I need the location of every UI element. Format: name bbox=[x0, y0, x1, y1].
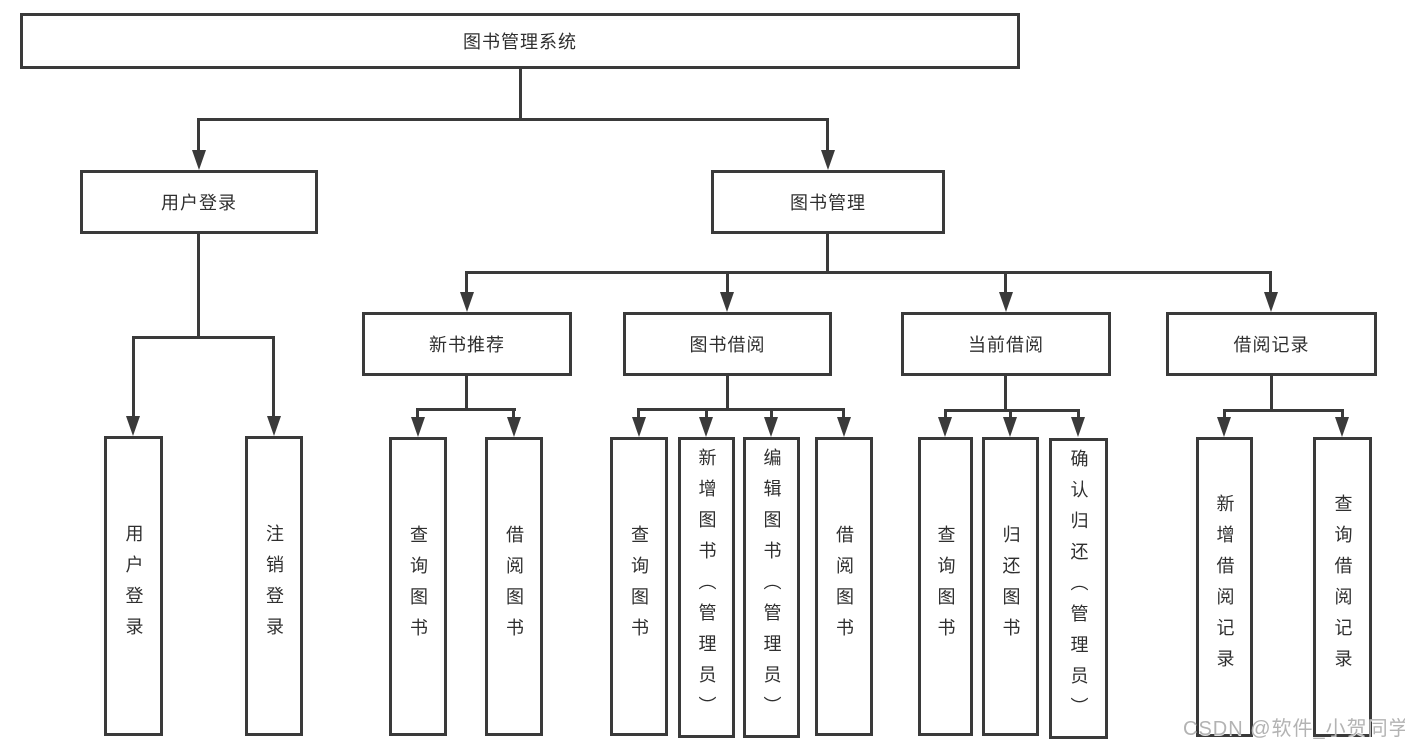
node-root: 图书管理系统 bbox=[20, 13, 1020, 69]
arrow-down-icon bbox=[126, 416, 140, 436]
connector-line bbox=[416, 408, 516, 411]
connector-line bbox=[1341, 409, 1344, 419]
node-edit-book-admin: 编辑图书（管理员） bbox=[743, 437, 800, 738]
arrow-down-icon bbox=[1217, 417, 1231, 437]
arrow-down-icon bbox=[699, 417, 713, 437]
connector-line bbox=[1223, 409, 1344, 412]
node-query-books-recommend: 查询图书 bbox=[389, 437, 447, 736]
node-user-login-leaf: 用户登录 bbox=[104, 436, 163, 736]
csdn-watermark: CSDN @软件_小贺同学 bbox=[1183, 718, 1405, 740]
connector-line bbox=[132, 336, 135, 418]
node-user-login: 用户登录 bbox=[80, 170, 318, 234]
connector-line bbox=[842, 408, 845, 419]
arrow-down-icon bbox=[411, 417, 425, 437]
connector-line bbox=[770, 408, 773, 419]
connector-line bbox=[826, 234, 829, 272]
connector-line bbox=[1269, 271, 1272, 294]
node-book-borrowing: 图书借阅 bbox=[623, 312, 832, 376]
node-borrow-books-recommend: 借阅图书 bbox=[485, 437, 543, 736]
connector-line bbox=[1077, 409, 1080, 419]
arrow-down-icon bbox=[1003, 417, 1017, 437]
connector-line bbox=[197, 118, 200, 152]
connector-line bbox=[1223, 409, 1226, 419]
arrow-down-icon bbox=[632, 417, 646, 437]
arrow-down-icon bbox=[1071, 417, 1085, 437]
arrow-down-icon bbox=[999, 292, 1013, 312]
connector-line bbox=[1004, 271, 1007, 294]
connector-line bbox=[944, 409, 947, 419]
node-borrowing-records: 借阅记录 bbox=[1166, 312, 1377, 376]
connector-line bbox=[465, 271, 468, 294]
arrow-down-icon bbox=[821, 150, 835, 170]
connector-line bbox=[1009, 409, 1012, 419]
node-return-books: 归还图书 bbox=[982, 437, 1039, 736]
connector-line bbox=[705, 408, 708, 419]
connector-line bbox=[197, 234, 200, 336]
connector-line bbox=[726, 376, 729, 408]
connector-line bbox=[465, 376, 468, 408]
node-add-book-admin: 新增图书（管理员） bbox=[678, 437, 735, 738]
node-query-borrow-record: 查询借阅记录 bbox=[1313, 437, 1372, 737]
connector-line bbox=[944, 409, 1080, 412]
connector-line bbox=[132, 336, 275, 339]
arrow-down-icon bbox=[507, 417, 521, 437]
connector-line bbox=[519, 68, 522, 118]
connector-line bbox=[726, 271, 729, 294]
connector-line bbox=[197, 118, 829, 121]
arrow-down-icon bbox=[837, 417, 851, 437]
connector-line bbox=[272, 336, 275, 418]
connector-line bbox=[512, 408, 515, 419]
node-confirm-return-admin: 确认归还（管理员） bbox=[1049, 438, 1108, 739]
node-borrow-books-leaf: 借阅图书 bbox=[815, 437, 873, 736]
connector-line bbox=[465, 271, 1272, 274]
connector-line bbox=[1004, 376, 1007, 409]
arrow-down-icon bbox=[764, 417, 778, 437]
connector-line bbox=[1270, 376, 1273, 409]
connector-line bbox=[826, 118, 829, 152]
node-add-borrow-record: 新增借阅记录 bbox=[1196, 437, 1253, 737]
arrow-down-icon bbox=[267, 416, 281, 436]
node-new-book-recommendation: 新书推荐 bbox=[362, 312, 572, 376]
node-book-management: 图书管理 bbox=[711, 170, 945, 234]
arrow-down-icon bbox=[192, 150, 206, 170]
arrow-down-icon bbox=[938, 417, 952, 437]
connector-line bbox=[416, 408, 419, 419]
node-current-borrowing: 当前借阅 bbox=[901, 312, 1111, 376]
node-query-books-current: 查询图书 bbox=[918, 437, 973, 736]
connector-line bbox=[637, 408, 845, 411]
node-query-books-borrowing: 查询图书 bbox=[610, 437, 668, 736]
arrow-down-icon bbox=[1264, 292, 1278, 312]
arrow-down-icon bbox=[720, 292, 734, 312]
node-logout: 注销登录 bbox=[245, 436, 303, 736]
arrow-down-icon bbox=[460, 292, 474, 312]
connector-line bbox=[637, 408, 640, 419]
arrow-down-icon bbox=[1335, 417, 1349, 437]
